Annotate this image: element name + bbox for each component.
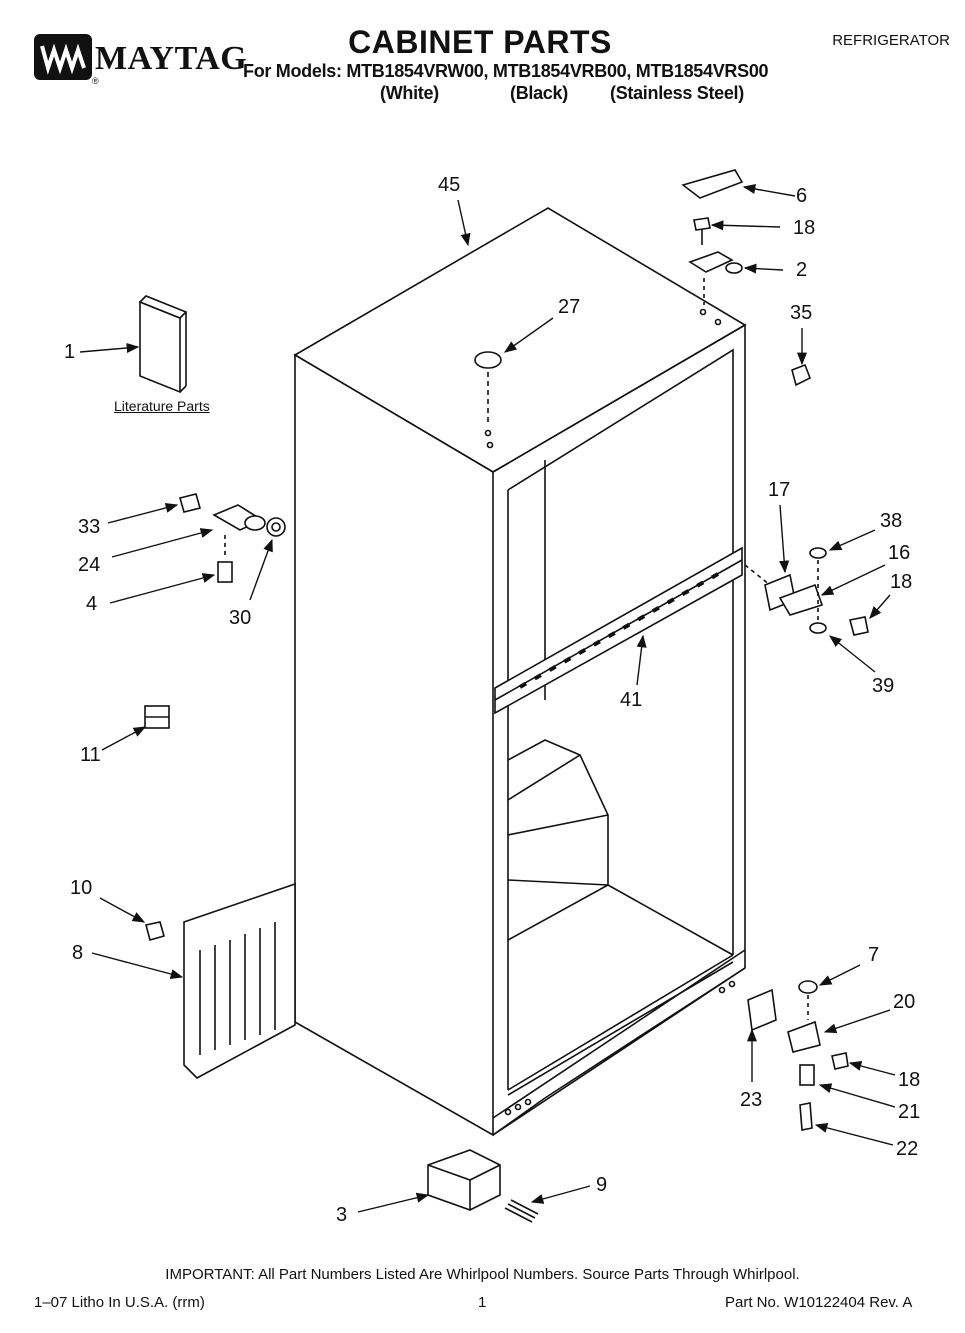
callout-41: 41	[620, 689, 643, 711]
callout-9: 9	[596, 1174, 608, 1196]
callout-18-middle: 18	[890, 571, 913, 593]
callout-33: 33	[78, 516, 101, 538]
document-type: REFRIGERATOR	[832, 32, 950, 49]
cabinet-shell	[293, 207, 747, 1137]
center-hinge-assembly	[744, 547, 869, 636]
callout-1: 1	[64, 341, 76, 363]
literature-parts-label: Literature Parts	[114, 398, 210, 414]
page-number: 1	[478, 1294, 487, 1311]
hole-plug	[474, 351, 502, 425]
callout-18-bottom: 18	[898, 1069, 921, 1091]
litho-info: 1–07 Litho In U.S.A. (rrm)	[34, 1294, 205, 1311]
callout-35: 35	[790, 302, 813, 324]
registered-mark: ®	[92, 76, 99, 86]
callout-6: 6	[796, 185, 808, 207]
variant-black: (Black)	[510, 83, 568, 103]
brand-name: MAYTAG	[95, 40, 248, 77]
callout-39: 39	[872, 675, 895, 697]
leader-lines	[79, 184, 896, 1213]
callout-3: 3	[336, 1204, 348, 1226]
variant-stainless: (Stainless Steel)	[610, 83, 744, 103]
hinge-cover	[791, 363, 812, 387]
literature-booklet	[138, 295, 188, 394]
callout-38: 38	[880, 510, 903, 532]
hinge-cap	[681, 169, 744, 199]
callout-2: 2	[796, 259, 808, 281]
important-notice: IMPORTANT: All Part Numbers Listed Are W…	[165, 1266, 800, 1283]
divider-rail	[494, 546, 743, 715]
callout-23: 23	[740, 1089, 763, 1111]
callout-45: 45	[438, 174, 461, 196]
callout-30: 30	[229, 607, 252, 629]
callout-8: 8	[72, 942, 84, 964]
door-stop-assembly	[179, 493, 286, 583]
page-title: CABINET PARTS	[348, 24, 612, 60]
maytag-logo-emblem	[34, 34, 92, 80]
leveling-leg	[427, 1149, 539, 1223]
callout-21: 21	[898, 1101, 921, 1123]
wire-clip	[144, 705, 170, 729]
callout-11: 11	[80, 744, 101, 766]
top-hinge	[688, 251, 743, 305]
callout-4: 4	[86, 593, 98, 615]
variant-white: (White)	[380, 83, 439, 103]
rear-access-cover	[183, 882, 296, 1079]
callout-20: 20	[893, 991, 916, 1013]
models-line: For Models: MTB1854VRW00, MTB1854VRB00, …	[243, 61, 769, 81]
callout-24: 24	[78, 554, 101, 576]
callout-22: 22	[896, 1138, 919, 1160]
callout-18-top: 18	[793, 217, 816, 239]
callout-16: 16	[888, 542, 911, 564]
cover-screw	[145, 921, 165, 941]
callout-27: 27	[558, 296, 581, 318]
top-hinge-screw	[693, 217, 711, 245]
callout-17: 17	[768, 479, 791, 501]
callout-7: 7	[868, 944, 880, 966]
bottom-hinge-assembly	[747, 980, 849, 1131]
part-number: Part No. W10122404 Rev. A	[725, 1294, 913, 1311]
callout-10: 10	[70, 877, 93, 899]
